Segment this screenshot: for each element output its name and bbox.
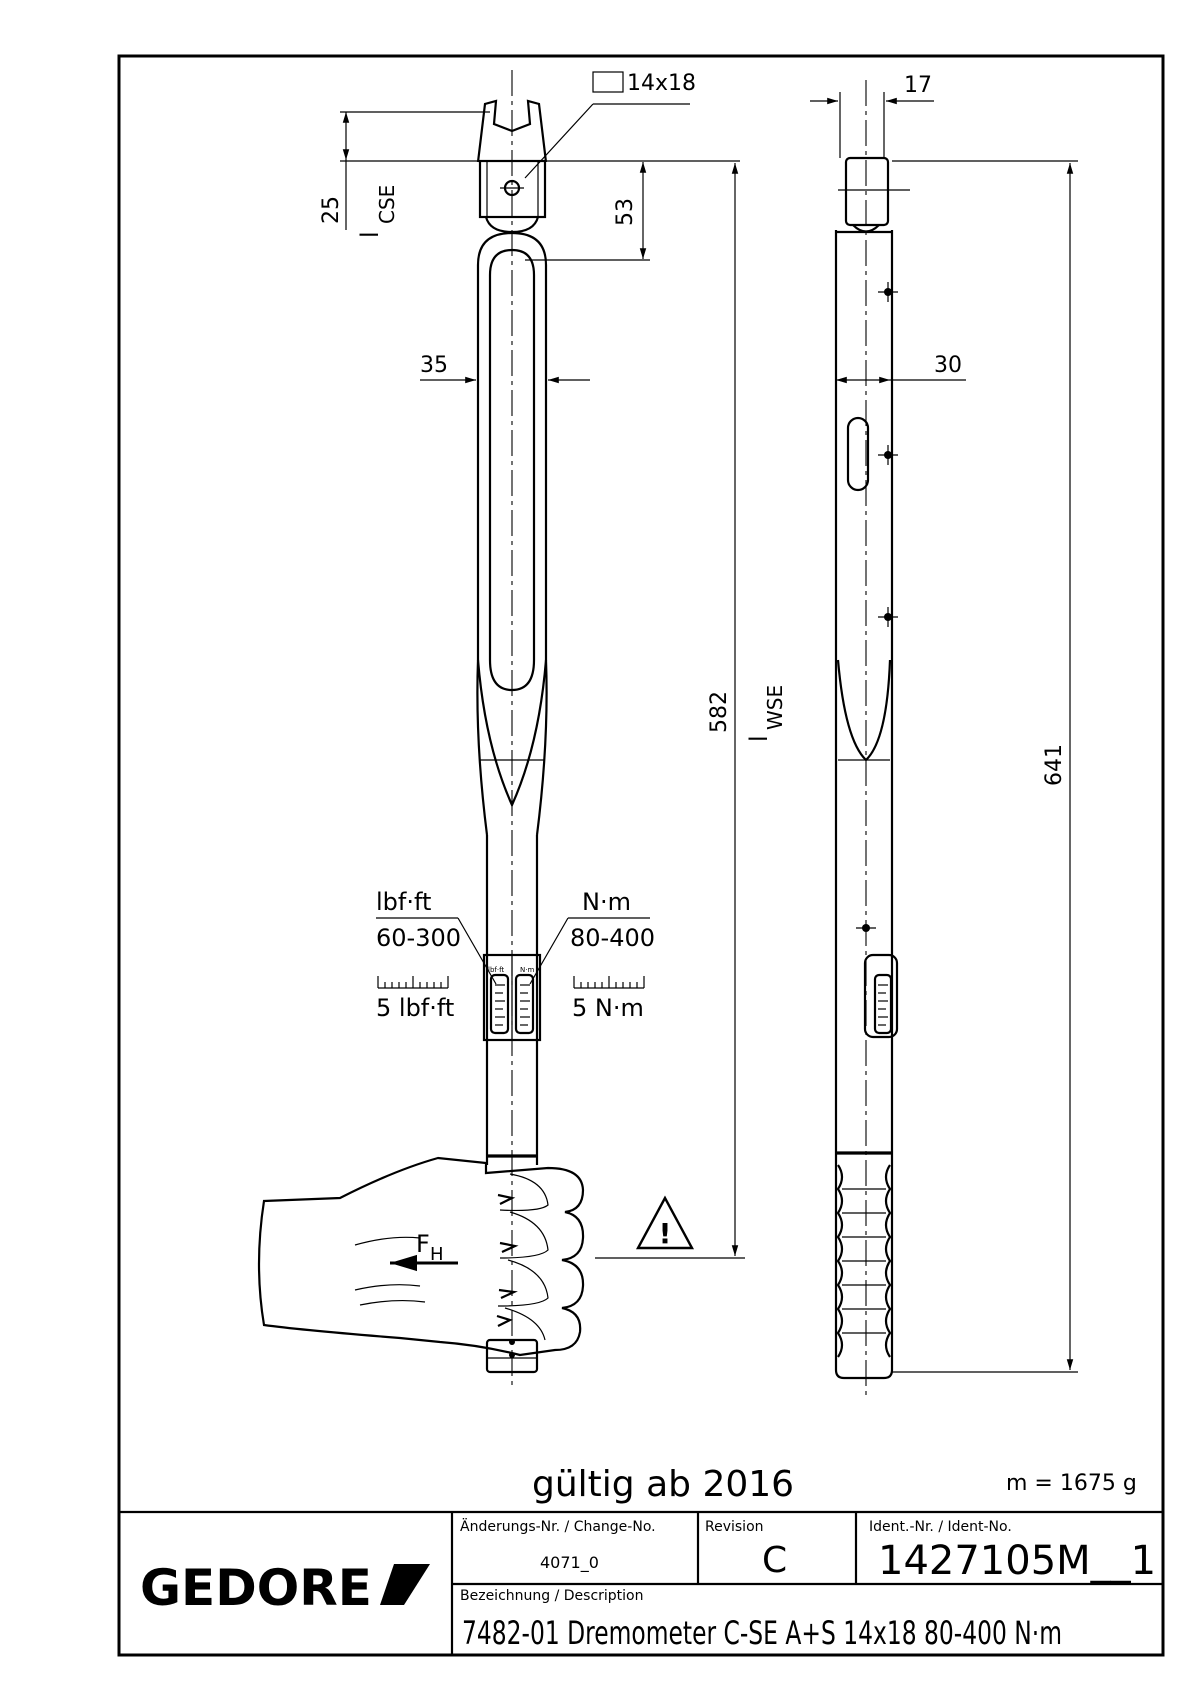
- length-582-label: 582: [707, 691, 732, 733]
- side-width-label: 17: [904, 73, 932, 98]
- force-label: F: [416, 1230, 430, 1258]
- warning-icon: [635, 1195, 695, 1250]
- title-block: [119, 1510, 1163, 1655]
- scale-right-range: 80-400: [570, 924, 655, 952]
- revision-value: C: [762, 1540, 787, 1581]
- ident-no-title: Ident.-Nr. / Ident-No.: [869, 1519, 1012, 1535]
- description-title: Bezeichnung / Description: [460, 1588, 644, 1604]
- valid-from: gültig ab 2016: [532, 1464, 794, 1505]
- front-view-wrench: [476, 70, 548, 1385]
- revision-title: Revision: [705, 1519, 764, 1535]
- change-no-title: Änderungs-Nr. / Change-No.: [460, 1517, 656, 1535]
- window-mini-label-left: lbf·ft: [488, 966, 504, 974]
- scale-right-unit: N·m: [582, 888, 631, 916]
- sheet-border: [117, 54, 1165, 1657]
- length-641-label: 641: [1042, 744, 1067, 786]
- width-30-label: 30: [934, 353, 962, 378]
- scale-left-unit: lbf·ft: [376, 888, 431, 916]
- width-35-label: 35: [420, 353, 448, 378]
- ident-no-value: 1427105M__1: [878, 1538, 1156, 1584]
- l-wse-sub-label: WSE: [763, 685, 787, 730]
- window-mini-label-right: N·m: [520, 966, 534, 974]
- l-cse-sub-label: CSE: [375, 185, 399, 224]
- l-wse-label: l: [745, 735, 773, 742]
- square-drive-label: 14x18: [627, 71, 696, 96]
- side-view-wrench: [834, 80, 910, 1395]
- dimension-lines: [340, 71, 1078, 1373]
- logo-text: GEDORE: [140, 1559, 372, 1617]
- scale-left-division: 5 lbf·ft: [376, 994, 454, 1022]
- description-value: 7482-01 Dremometer C-SE A+S 14x18 80-400…: [462, 1614, 1062, 1652]
- gedore-logo-icon: [380, 1564, 430, 1605]
- force-label-sub: H: [430, 1244, 444, 1265]
- scale-left-range: 60-300: [376, 924, 461, 952]
- mass-label: m = 1675 g: [1006, 1471, 1137, 1496]
- scale-right-division: 5 N·m: [572, 994, 644, 1022]
- head-53-label: 53: [613, 198, 638, 226]
- head-25-label: 25: [319, 196, 344, 224]
- warning-symbol: !: [659, 1217, 672, 1250]
- hand-outline: [257, 1156, 585, 1358]
- l-cse-label: l: [356, 231, 384, 238]
- change-no-value: 4071_0: [540, 1553, 599, 1573]
